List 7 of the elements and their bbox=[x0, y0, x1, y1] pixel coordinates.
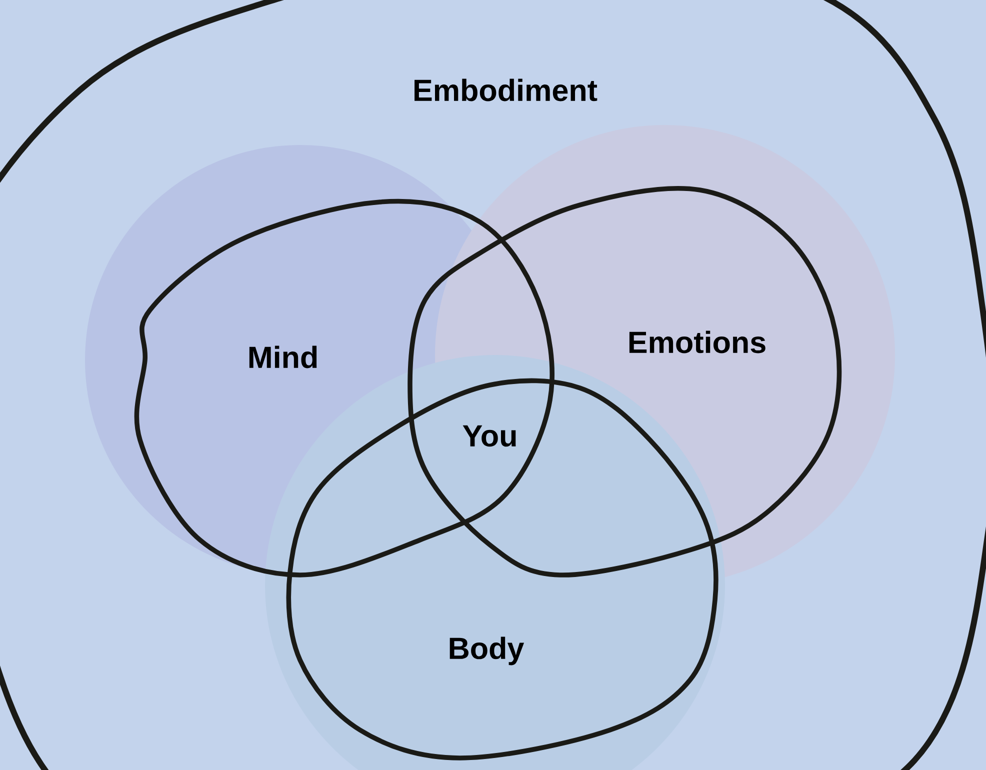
region-label: Mind bbox=[249, 346, 317, 368]
venn-loop bbox=[134, 198, 554, 578]
region-label: Embodiment bbox=[414, 78, 598, 102]
region-label: Body bbox=[450, 636, 524, 666]
venn-loop bbox=[408, 186, 842, 578]
center-label: You bbox=[462, 425, 516, 447]
region-label: Emotions bbox=[629, 330, 766, 354]
